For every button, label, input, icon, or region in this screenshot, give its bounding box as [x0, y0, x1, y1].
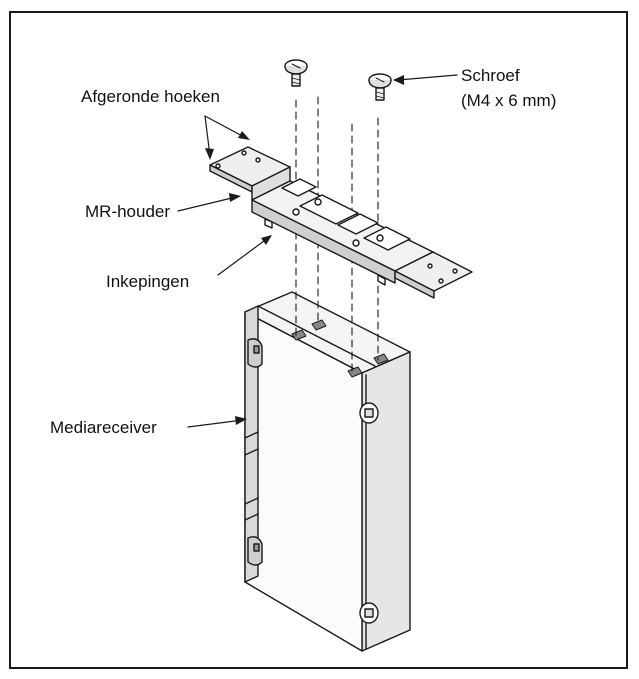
fastener-top	[359, 402, 379, 424]
latch-bottom	[247, 536, 263, 566]
media-receiver-unit	[244, 291, 411, 652]
label-media-receiver: Mediareceiver	[50, 418, 157, 437]
label-rounded-corners: Afgeronde hoeken	[81, 87, 220, 106]
label-notches: Inkepingen	[106, 272, 190, 291]
leader-lines	[177, 74, 458, 428]
label-screw: Schroef	[461, 66, 520, 85]
label-screw-size: (M4 x 6 mm)	[461, 91, 557, 110]
label-mr-holder: MR-houder	[85, 202, 171, 221]
screw-right	[368, 73, 392, 101]
diagram-frame	[9, 11, 628, 669]
fastener-bottom	[359, 602, 379, 624]
screw-left	[284, 59, 308, 87]
leader-arrowheads	[205, 75, 404, 425]
mr-holder-bracket	[209, 146, 473, 299]
latch-top	[247, 338, 263, 368]
